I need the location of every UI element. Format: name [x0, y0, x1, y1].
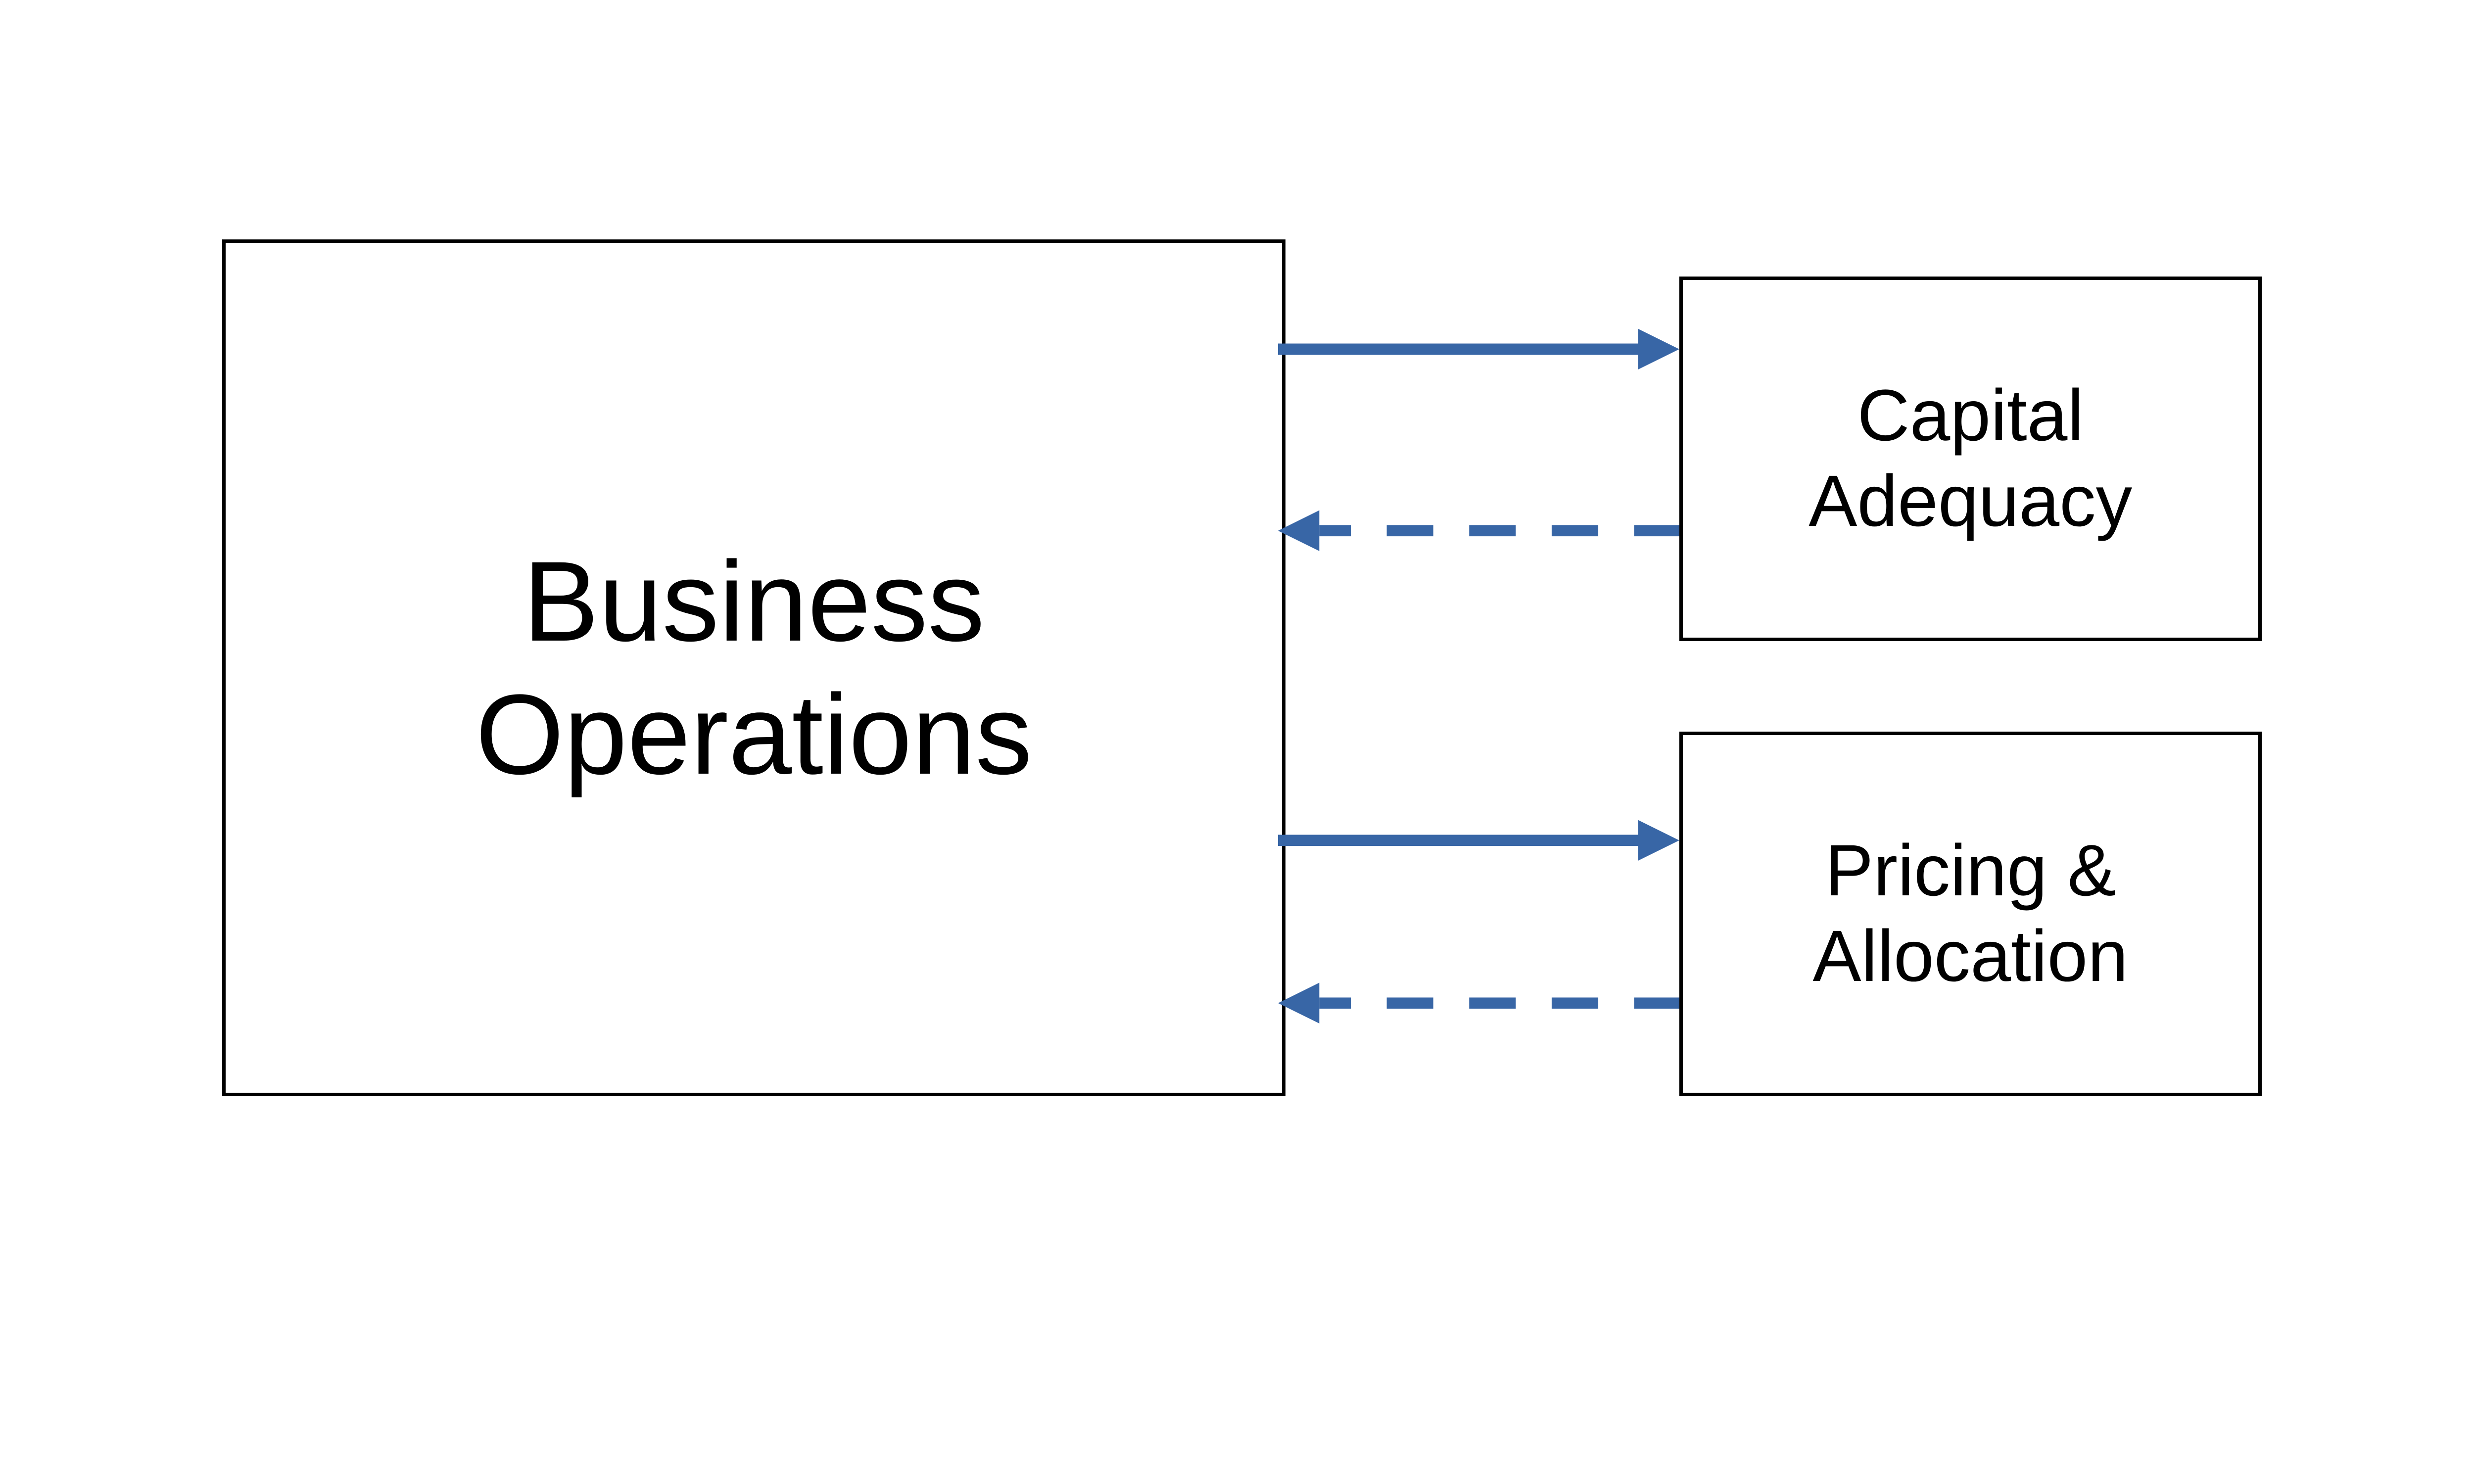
node-pricing-allocation: Pricing & Allocation [1679, 731, 2262, 1096]
arrow-business-to-capital-solid [1278, 320, 1680, 378]
node-label-line: Operations [475, 671, 1033, 798]
node-capital-adequacy-label: Capital Adequacy [1683, 373, 2258, 545]
node-pricing-allocation-label: Pricing & Allocation [1683, 828, 2258, 1000]
node-capital-adequacy: Capital Adequacy [1679, 276, 2262, 642]
arrow-capital-to-business-dashed [1278, 502, 1680, 560]
right-arrowhead-icon [1638, 328, 1680, 370]
node-business-operations-label: Business Operations [226, 535, 1282, 801]
node-business-operations: Business Operations [222, 239, 1285, 1096]
node-label-line: Adequacy [1808, 461, 2133, 542]
node-label-line: Allocation [1812, 916, 2128, 997]
arrow-pricing-to-business-dashed [1278, 974, 1680, 1032]
node-label-line: Capital [1857, 375, 2084, 457]
arrow-svg [1278, 328, 1680, 370]
node-label-line: Pricing & [1825, 830, 2116, 911]
arrow-svg [1278, 510, 1680, 551]
arrow-business-to-pricing-solid [1278, 811, 1680, 870]
arrow-svg [1278, 982, 1680, 1023]
right-arrowhead-icon [1638, 820, 1680, 861]
left-arrowhead-icon [1278, 982, 1320, 1023]
node-label-line: Business [523, 538, 985, 665]
left-arrowhead-icon [1278, 510, 1320, 551]
arrow-svg [1278, 820, 1680, 861]
